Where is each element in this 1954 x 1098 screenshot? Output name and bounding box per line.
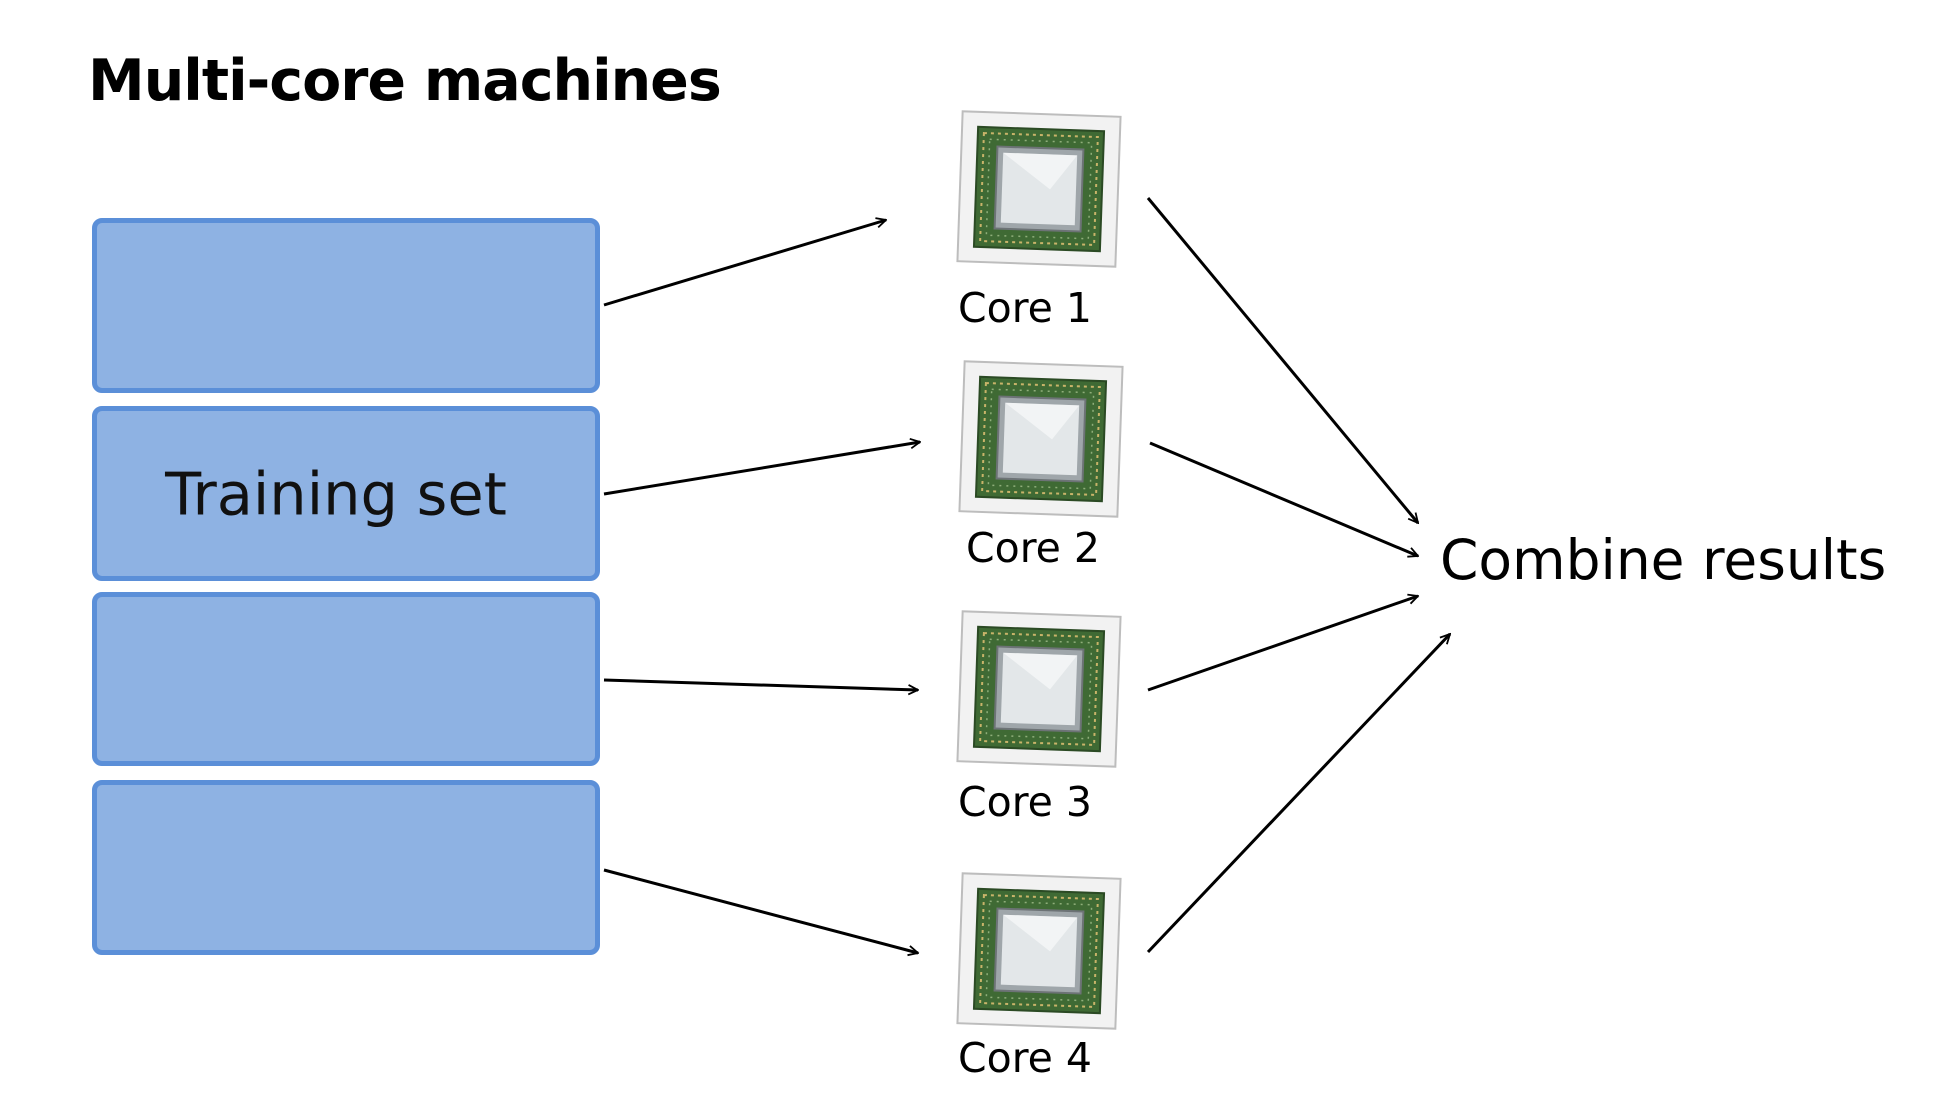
- training-partition-1: [92, 218, 600, 393]
- cpu-chip-icon: [956, 110, 1122, 268]
- arrow-core1-combine: [1146, 197, 1418, 523]
- cpu-chip-icon: [958, 360, 1124, 518]
- arrow-partition2-core2: [603, 442, 920, 496]
- arrow-core4-combine: [1146, 634, 1450, 954]
- cpu-chip-icon: [956, 872, 1122, 1030]
- core-label-1: Core 1: [958, 284, 1093, 332]
- training-partition-2: Training set: [92, 406, 600, 581]
- training-set-label: Training set: [165, 459, 507, 528]
- arrow-core3-combine: [1147, 596, 1418, 692]
- arrow-partition4-core4: [603, 868, 918, 953]
- core-label-4: Core 4: [958, 1034, 1093, 1082]
- cpu-chip-icon: [956, 610, 1122, 768]
- training-partition-3: [92, 592, 600, 766]
- arrow-partition1-core1: [603, 220, 886, 307]
- arrow-core2-combine: [1149, 441, 1418, 556]
- core-label-2: Core 2: [966, 524, 1101, 572]
- slide-title: Multi-core machines: [88, 48, 722, 114]
- combine-results-label: Combine results: [1440, 528, 1887, 592]
- arrow-partition3-core3: [603, 678, 918, 690]
- training-partition-4: [92, 780, 600, 955]
- core-label-3: Core 3: [958, 778, 1093, 826]
